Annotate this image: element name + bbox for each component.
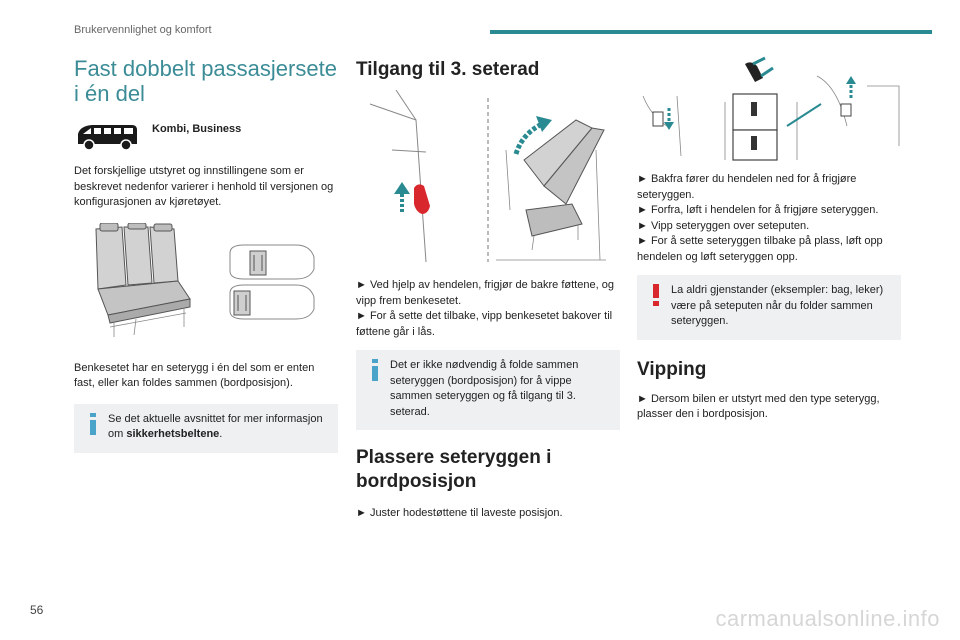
column-1: Fast dobbelt passasjersete i én del Komb… xyxy=(74,56,338,453)
note-bold-seatbelts: sikkerhetsbeltene xyxy=(126,428,220,440)
warning-icon xyxy=(653,284,659,306)
step-release-feet: ► Ved hjelp av hendelen, frigjør de bakr… xyxy=(356,279,614,307)
bench-description: Benkesetet har en seterygg i én del som … xyxy=(74,361,315,390)
column-3: ► Bakfra fører du hendelen ned for å fri… xyxy=(637,56,901,423)
bench-seat-illustration xyxy=(95,222,315,337)
note-period: . xyxy=(219,428,223,440)
step-rear-lever: ► Bakfra fører du hendelen ned for å fri… xyxy=(637,173,857,201)
fold-seatback-illustration xyxy=(642,56,900,161)
title-third-row-access: Tilgang til 3. seterad xyxy=(356,59,540,80)
versions-row: Kombi, Business xyxy=(74,116,338,164)
step-headrests: ► Juster hodestøttene til laveste posisj… xyxy=(356,507,563,519)
page-number: 56 xyxy=(30,603,44,617)
warning-text: La aldri gjenstander (eksempler: bag, le… xyxy=(671,284,884,327)
step-restore: ► For å sette seteryggen tilbake på plas… xyxy=(637,235,883,263)
version-kombi: Kombi xyxy=(152,123,187,135)
info-icon xyxy=(372,359,378,381)
info-icon xyxy=(90,412,96,435)
step-tilting: ► Dersom bilen er utstyrt med den type s… xyxy=(637,392,880,421)
title-tilting: Vipping xyxy=(637,358,707,380)
version-separator: , xyxy=(186,123,193,135)
step-tip-over: ► Vipp seteryggen over seteputen. xyxy=(637,219,810,232)
note-text: Det er ikke nødvendig å folde sammen set… xyxy=(390,359,579,418)
note-text: Se det aktuelle avsnittet for mer inform… xyxy=(108,412,323,441)
header-accent-bar xyxy=(490,30,932,34)
title-fixed-seat: Fast dobbelt passasjersete i én del xyxy=(74,56,337,106)
version-business: Business xyxy=(192,123,242,135)
watermark: carmanualsonline.info xyxy=(715,606,940,631)
tilt-seat-illustration xyxy=(369,90,606,263)
step-tilt-back: ► For å sette det tilbake, vipp benkeset… xyxy=(356,310,613,338)
column-2: Tilgang til 3. seterad ► Ved hjelp av he… xyxy=(356,56,620,522)
section-title: Brukervennlighet og komfort xyxy=(74,24,212,36)
step-front-lever: ► Forfra, løft i hendelen for å frigjøre… xyxy=(637,204,879,216)
warning-note-objects: La aldri gjenstander (eksempler: bag, le… xyxy=(637,275,901,340)
title-table-position: Plassere seteryggen i bordposisjon xyxy=(356,447,552,492)
van-icon xyxy=(78,125,137,151)
intro-text: Det forskjellige utstyret og innstilling… xyxy=(74,165,334,208)
info-note-table-position: Det er ikke nødvendig å folde sammen set… xyxy=(356,350,620,430)
info-note-seatbelts: Se det aktuelle avsnittet for mer inform… xyxy=(74,403,338,453)
versions-label: Kombi, Business xyxy=(152,122,241,138)
